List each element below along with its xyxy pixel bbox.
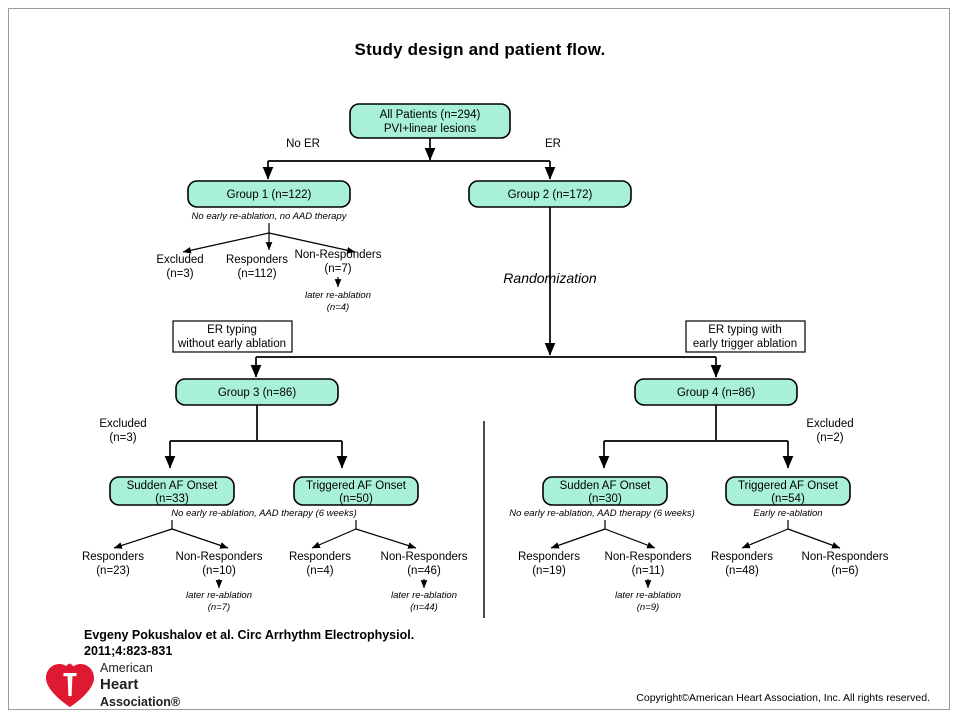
slide-border (8, 8, 950, 710)
citation: Evgeny Pokushalov et al. Circ Arrhythm E… (84, 628, 514, 659)
node-g4-triggered-af[interactable] (725, 476, 851, 506)
node-g3-triggered-line1: Triggered AF Onset (306, 480, 407, 492)
node-g3-sudden-line1: Sudden AF Onset (127, 480, 219, 492)
node-all-patients-line1: All Patients (n=294) (380, 109, 481, 121)
node-g4-sudden-line1: Sudden AF Onset (560, 480, 652, 492)
leaf-g4-sudden-resp-line2: (n=19) (532, 565, 566, 577)
node-g3-triggered-af[interactable] (293, 476, 419, 506)
leaf-g3-trig-nonresp-line1: Non-Responders (381, 551, 468, 563)
node-group-3-label: Group 3 (n=86) (218, 387, 296, 399)
node-er-typing-left[interactable] (172, 320, 293, 353)
edge-g3-trig-nonresponders (355, 528, 417, 549)
edge-g4-sudden-nonresponders (604, 528, 656, 549)
node-g3-sudden-line2: (n=33) (155, 493, 189, 505)
citation-line-2: 2011;4:823-831 (84, 643, 173, 658)
note-group-3: No early re-ablation, AAD therapy (6 wee… (171, 508, 357, 519)
node-g4-sudden-af[interactable] (542, 476, 668, 506)
leaf-g3-sudden-resp-line2: (n=23) (96, 565, 130, 577)
leaf-g3-sudden-nonresp-line1: Non-Responders (176, 551, 263, 563)
edge-g1-nonresponders (268, 232, 356, 254)
page-title: Study design and patient flow. (354, 40, 606, 59)
node-g3-triggered-line2: (n=50) (339, 493, 373, 505)
leaf-g3-sudden-nonresp-sub2: (n=7) (208, 602, 230, 613)
leaf-g3-sudden-nonresp-line2: (n=10) (202, 565, 236, 577)
aha-logo-line-1: American (100, 661, 153, 675)
edge-g3-sudden-responders (113, 528, 173, 549)
node-group-1[interactable] (187, 180, 351, 208)
edge-g3-sudden-nonresponders (171, 528, 229, 549)
edge-label-er: ER (545, 138, 561, 150)
leaf-g3-trig-resp-line2: (n=4) (306, 565, 333, 577)
copyright-notice: Copyright©American Heart Association, In… (636, 692, 930, 704)
leaf-g3-trig-nonresp-sub2: (n=44) (410, 602, 438, 613)
leaf-g1-excluded-line1: Excluded (156, 254, 203, 266)
note-g4-triggered: Early re-ablation (753, 508, 822, 519)
node-g4-sudden-line2: (n=30) (588, 493, 622, 505)
node-group-2-label: Group 2 (n=172) (508, 189, 593, 201)
node-g4-triggered-line2: (n=54) (771, 493, 805, 505)
leaf-g4-excluded-line1: Excluded (806, 418, 853, 430)
note-group-1: No early re-ablation, no AAD therapy (192, 211, 348, 222)
leaf-g4-sudden-resp-line1: Responders (518, 551, 580, 563)
leaf-g4-sudden-nonresp-line2: (n=11) (632, 565, 665, 577)
node-er-typing-left-line1: ER typing (207, 324, 257, 336)
node-group-1-label: Group 1 (n=122) (227, 189, 312, 201)
leaf-g4-trig-resp-line2: (n=48) (725, 565, 759, 577)
leaf-g3-sudden-resp-line1: Responders (82, 551, 144, 563)
leaf-g3-sudden-nonresp-sub1: later re-ablation (186, 590, 252, 601)
aha-heart-torch-icon (46, 663, 94, 707)
leaf-g3-excluded-line2: (n=3) (109, 432, 136, 444)
leaf-g1-excluded-line2: (n=3) (166, 268, 193, 280)
aha-logo-line-2: Heart (100, 676, 139, 694)
leaf-g4-trig-nonresp-line1: Non-Responders (802, 551, 889, 563)
aha-logo: American Heart Association® (44, 661, 234, 710)
edge-g4-trig-nonresponders (787, 528, 841, 549)
leaf-g4-sudden-nonresp-line1: Non-Responders (605, 551, 692, 563)
leaf-g4-sudden-nonresp-sub1: later re-ablation (615, 590, 681, 601)
leaf-g1-nonresponders-sub1: later re-ablation (305, 290, 371, 301)
leaf-g4-excluded-line2: (n=2) (816, 432, 843, 444)
citation-line-1: Evgeny Pokushalov et al. Circ Arrhythm E… (84, 628, 415, 642)
edge-g4-sudden-responders (550, 528, 606, 549)
leaf-g4-trig-resp-line1: Responders (711, 551, 773, 563)
leaf-g1-responders-line1: Responders (226, 254, 288, 266)
aha-logo-line-3: Association® (100, 694, 181, 709)
leaf-g4-sudden-nonresp-sub2: (n=9) (637, 602, 659, 613)
node-g3-sudden-af[interactable] (109, 476, 235, 506)
leaf-g1-nonresponders-sub2: (n=4) (327, 302, 349, 313)
leaf-g3-trig-nonresp-sub1: later re-ablation (391, 590, 457, 601)
leaf-g1-responders-line2: (n=112) (237, 268, 276, 280)
node-er-typing-right[interactable] (685, 320, 806, 353)
leaf-g1-nonresponders-line1: Non-Responders (295, 249, 382, 261)
node-all-patients-line2: PVI+linear lesions (384, 123, 477, 135)
leaf-g4-trig-nonresp-line2: (n=6) (831, 565, 858, 577)
aha-logo-wordmark: American Heart Association® (100, 661, 180, 710)
edge-g1-excluded (182, 232, 270, 254)
node-er-typing-left-line2: without early ablation (177, 338, 286, 350)
node-er-typing-right-line2: early trigger ablation (693, 338, 797, 350)
leaf-g3-excluded-line1: Excluded (99, 418, 146, 430)
leaf-g3-trig-resp-line1: Responders (289, 551, 351, 563)
edge-g3-trig-responders (311, 528, 357, 549)
edge-g4-trig-responders (741, 528, 789, 549)
leaf-g3-trig-nonresp-line2: (n=46) (407, 565, 441, 577)
edge-label-randomization: Randomization (503, 270, 597, 286)
node-g4-triggered-line1: Triggered AF Onset (738, 480, 839, 492)
note-g4-sudden: No early re-ablation, AAD therapy (6 wee… (509, 508, 695, 519)
node-group-4-label: Group 4 (n=86) (677, 387, 755, 399)
leaf-g1-nonresponders-line2: (n=7) (324, 263, 351, 275)
node-er-typing-right-line1: ER typing with (708, 324, 782, 336)
edge-label-no-er: No ER (286, 138, 320, 150)
